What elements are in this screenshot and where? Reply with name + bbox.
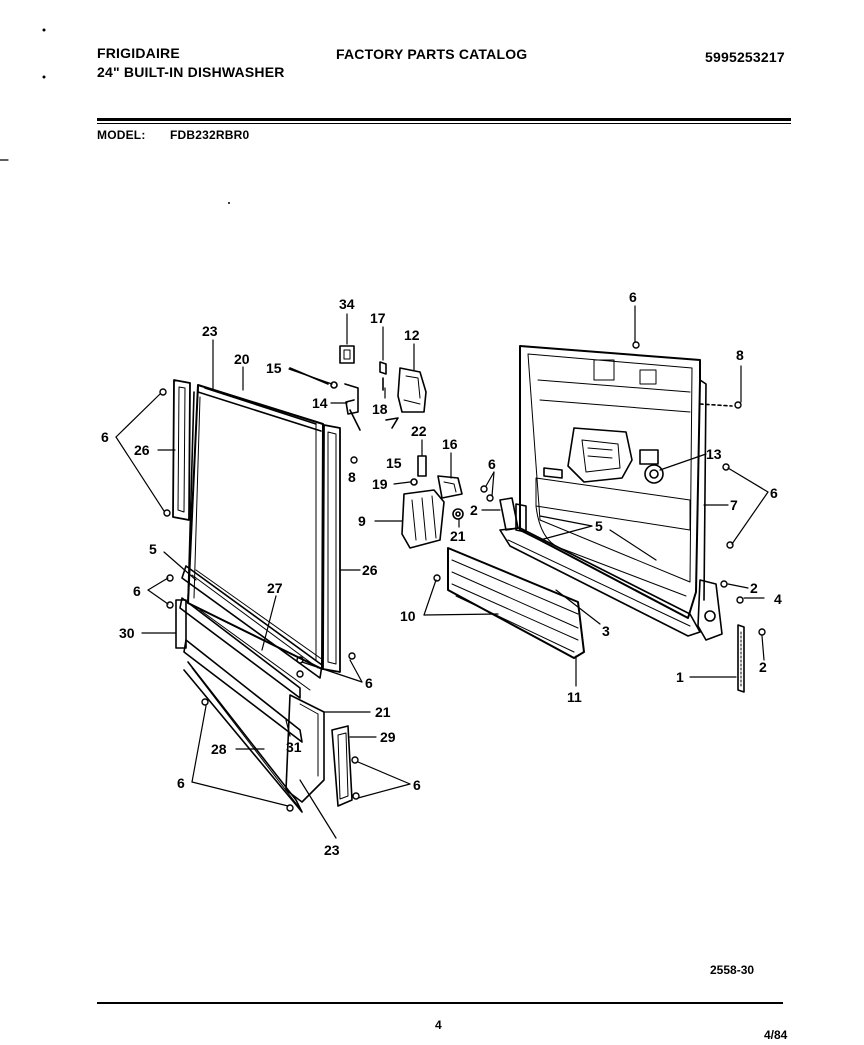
callout-24-bottom: 23 bbox=[324, 842, 340, 858]
callout-14: 14 bbox=[312, 395, 328, 411]
lower-panel bbox=[499, 497, 745, 693]
callout-11: 11 bbox=[567, 689, 582, 705]
callout-12: 12 bbox=[404, 327, 420, 343]
callout-8: 8 bbox=[736, 347, 744, 363]
callout-30: 30 bbox=[119, 625, 135, 641]
model-label: MODEL: bbox=[97, 128, 146, 142]
callout-23: 22 bbox=[411, 423, 427, 439]
callout-26-left: 26 bbox=[134, 442, 150, 458]
callout-3: 3 bbox=[602, 623, 610, 639]
callout-labels: 34 17 12 23 20 15 14 18 22 15 16 19 9 21… bbox=[101, 289, 782, 858]
callout-2-lower-right: 2 bbox=[759, 659, 767, 675]
callout-6-left-lower: 6 bbox=[133, 583, 141, 599]
callout-4: 4 bbox=[774, 591, 782, 607]
catalog-title: FACTORY PARTS CATALOG bbox=[336, 46, 528, 62]
callout-15-lower: 15 bbox=[386, 455, 402, 471]
drawing-number: 2558-30 bbox=[710, 963, 754, 977]
header-rule-top bbox=[97, 118, 791, 121]
leader-lines bbox=[115, 305, 769, 839]
kick-panel bbox=[447, 547, 585, 659]
callout-27: 27 bbox=[267, 580, 283, 596]
callout-6-top-right: 6 bbox=[629, 289, 637, 305]
header-rule-bottom bbox=[97, 123, 791, 124]
callout-10: 10 bbox=[400, 608, 416, 624]
page-number: 4 bbox=[435, 1018, 442, 1032]
screws bbox=[159, 341, 766, 812]
callout-8-center: 8 bbox=[348, 469, 356, 485]
callout-21: 21 bbox=[375, 704, 391, 720]
callout-16: 16 bbox=[442, 436, 458, 452]
callout-18: 18 bbox=[372, 401, 388, 417]
inner-door-panel bbox=[519, 345, 733, 619]
callout-1: 1 bbox=[676, 669, 684, 685]
callout-28: 28 bbox=[211, 741, 227, 757]
callout-6-bottom-left: 6 bbox=[177, 775, 185, 791]
model-value: FDB232RBR0 bbox=[170, 128, 250, 142]
latch-parts bbox=[289, 345, 664, 549]
callout-6-door-right: 6 bbox=[365, 675, 373, 691]
callout-5-center: 5 bbox=[595, 518, 603, 534]
callout-6-right: 6 bbox=[770, 485, 778, 501]
callout-17: 17 bbox=[370, 310, 386, 326]
callout-20: 20 bbox=[234, 351, 250, 367]
product-name: 24" BUILT-IN DISHWASHER bbox=[97, 64, 285, 80]
callout-6-bottom-right: 6 bbox=[413, 777, 421, 793]
callout-24-top: 23 bbox=[202, 323, 218, 339]
callout-5-left: 5 bbox=[149, 541, 157, 557]
callout-13: 13 bbox=[706, 446, 722, 462]
callout-2-center: 2 bbox=[470, 502, 478, 518]
callout-7: 7 bbox=[730, 497, 738, 513]
callout-29: 29 bbox=[380, 729, 396, 745]
callout-6-center: 6 bbox=[488, 456, 496, 472]
footer-rule bbox=[97, 1002, 783, 1004]
date-code: 4/84 bbox=[764, 1028, 788, 1042]
callout-34: 34 bbox=[339, 296, 355, 312]
brand-name: FRIGIDAIRE bbox=[97, 45, 180, 61]
callout-22: 21 bbox=[450, 528, 466, 544]
callout-9: 9 bbox=[358, 513, 366, 529]
callout-15-top: 15 bbox=[266, 360, 282, 376]
callout-2-right: 2 bbox=[750, 580, 758, 596]
door-assembly bbox=[172, 379, 353, 813]
callout-6-left: 6 bbox=[101, 429, 109, 445]
callout-19: 19 bbox=[372, 476, 388, 492]
callout-26-right: 26 bbox=[362, 562, 378, 578]
callout-31: 31 bbox=[286, 739, 302, 755]
catalog-number: 5995253217 bbox=[705, 49, 785, 65]
